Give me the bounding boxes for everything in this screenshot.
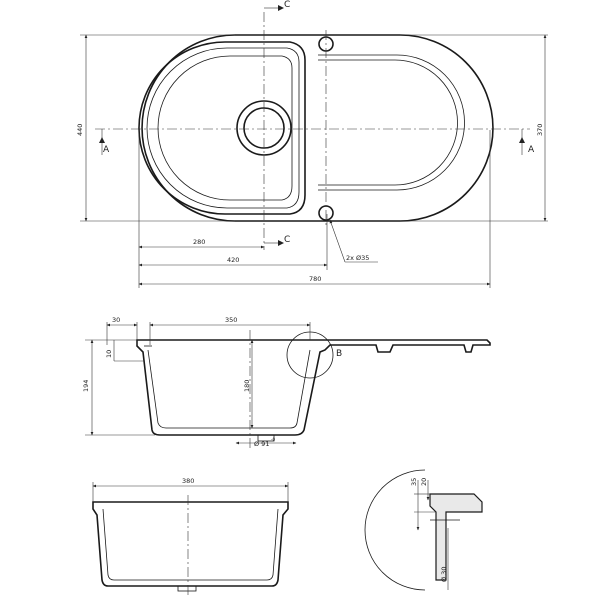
front-profile-inner <box>102 508 279 581</box>
section-a-right-label: A <box>528 145 535 155</box>
section-a-left-label: A <box>103 145 110 155</box>
drain-outer <box>236 100 292 156</box>
detail-b-profile <box>429 493 483 581</box>
dim-180-label: 180 <box>243 380 251 392</box>
front-drain-block <box>177 585 197 592</box>
dim-280-label: 280 <box>193 238 205 246</box>
detail-dim-20-label: 20 <box>420 478 428 486</box>
drain-note-sup: -0 <box>271 437 275 442</box>
detail-dim-35-label: 35 <box>410 478 418 486</box>
dim-194-label: 194 <box>82 380 90 392</box>
dim-780-label: 780 <box>309 275 321 283</box>
side-profile-inner <box>147 349 311 429</box>
bowl-outline <box>138 41 306 215</box>
detail-b-arc <box>364 469 426 591</box>
dim-370-label: 370 <box>536 124 544 136</box>
detail-dim-30-label: Ø 30 <box>440 567 448 582</box>
drainer-outline <box>318 54 465 191</box>
dim-420-label: 420 <box>227 256 239 264</box>
detail-b-label: B <box>336 349 342 359</box>
side-section-view: B 30 350 194 10 180 Ø 91 -0 <box>82 316 491 450</box>
dim-30-label: 30 <box>112 316 120 324</box>
section-c-bottom-label: C <box>284 235 290 245</box>
top-view: C C A A 440 370 280 420 780 2x <box>76 0 548 288</box>
front-profile-outline <box>92 501 289 587</box>
section-c-top-label: C <box>284 0 290 10</box>
drain-note-label: Ø 91 <box>254 440 269 448</box>
bowl-inner-outline <box>146 47 300 209</box>
detail-b-view: 35 20 Ø 30 <box>364 469 483 591</box>
drain-bottom-block <box>257 434 275 442</box>
bowl-floor-outline <box>157 55 293 201</box>
dim-380-label: 380 <box>182 477 194 485</box>
dim-440-label: 440 <box>76 124 84 136</box>
dim-350-label: 350 <box>225 316 237 324</box>
dim-10-label: 10 <box>105 350 113 358</box>
holes-note-label: 2x Ø35 <box>346 254 369 262</box>
front-section-view: 380 <box>92 477 289 596</box>
drainer-inner-outline <box>318 59 458 186</box>
sink-outer-outline <box>141 34 494 222</box>
side-profile-outline <box>136 339 491 436</box>
